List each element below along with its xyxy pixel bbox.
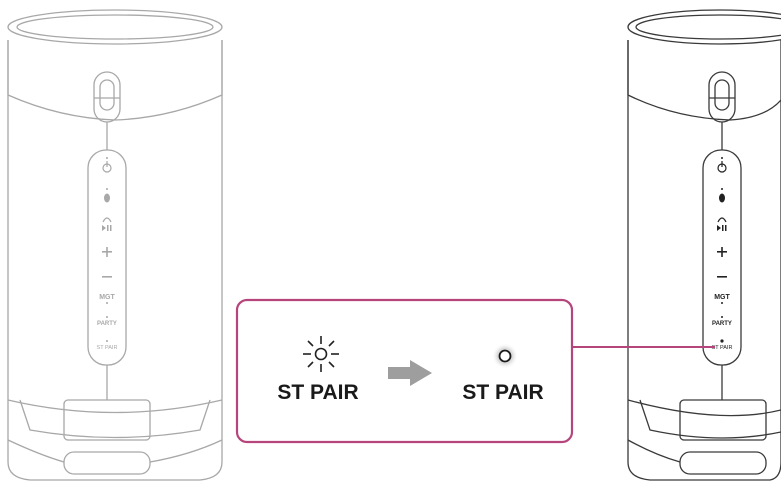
- base-slot-right: [679, 399, 767, 441]
- st-pair-label: ST PAIR: [712, 345, 733, 351]
- control-panel-right: [702, 149, 742, 366]
- st-pair-label: ST PAIR: [97, 345, 118, 351]
- speaker-left: [7, 9, 223, 481]
- st-pair-before-label: ST PAIR: [277, 381, 358, 404]
- base-foot-right: [679, 451, 767, 475]
- st-pair-button: ST PAIR: [712, 339, 733, 351]
- party-label: PARTY: [712, 321, 732, 327]
- party-button: PARTY: [97, 316, 117, 327]
- buttons-left: MGT PARTY ST PAIR: [97, 157, 118, 351]
- lit-indicator-icon: [492, 343, 518, 369]
- base-slot-left: [63, 399, 151, 441]
- bluetooth-icon: [719, 188, 725, 203]
- mgt-button: MGT: [714, 294, 730, 304]
- power-icon: [717, 157, 727, 173]
- volume-down-icon: [102, 276, 112, 278]
- mgt-label: MGT: [714, 294, 730, 301]
- control-panel-left: [87, 149, 127, 366]
- bluetooth-icon: [104, 188, 110, 203]
- mgt-label: MGT: [99, 294, 115, 301]
- volume-up-icon: [102, 247, 112, 257]
- power-icon: [102, 157, 112, 173]
- callout: ST PAIR ST PAIR: [235, 298, 715, 444]
- volume-down-icon: [717, 276, 727, 278]
- volume-up-icon: [717, 247, 727, 257]
- st-pair-button: ST PAIR: [97, 340, 118, 351]
- flashing-indicator-icon: [303, 336, 339, 372]
- speaker-right: [627, 9, 781, 481]
- mgt-button: MGT: [99, 294, 115, 304]
- base-foot-left: [63, 451, 151, 475]
- arrow-right-icon: [388, 360, 432, 386]
- play-pause-icon: [102, 217, 112, 231]
- party-label: PARTY: [97, 321, 117, 327]
- buttons-right: MGT PARTY ST PAIR: [712, 157, 733, 351]
- party-button: PARTY: [712, 316, 732, 327]
- st-pair-after-label: ST PAIR: [462, 381, 543, 404]
- play-pause-icon: [717, 217, 727, 231]
